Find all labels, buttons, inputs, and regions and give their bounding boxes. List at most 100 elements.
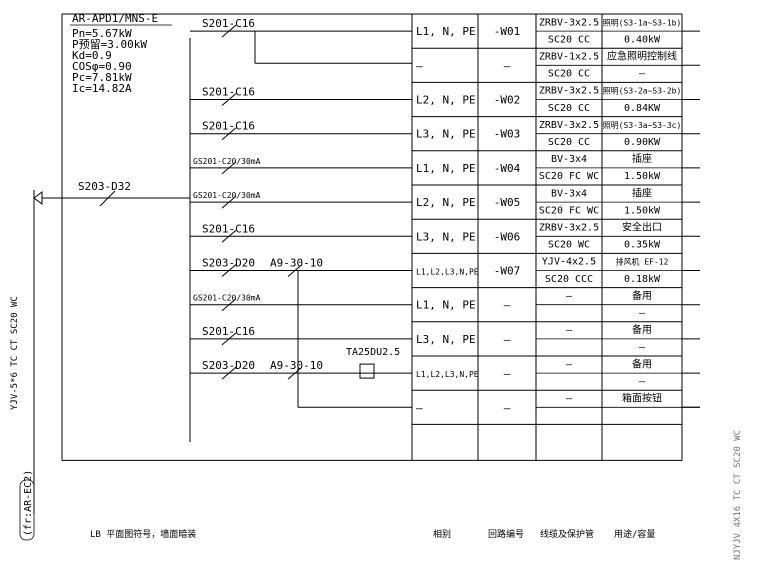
breaker-label: GS201-C20/30mA bbox=[193, 294, 261, 303]
breaker-label: S201-C16 bbox=[202, 325, 255, 338]
cable-cell: BV-3x4 bbox=[551, 188, 587, 199]
timer-symbol bbox=[359, 363, 375, 379]
conduit-cell: SC20 CC bbox=[548, 103, 590, 114]
phase-cell: L1,L2,L3,N,PE bbox=[416, 370, 479, 379]
circuit-id-cell: -W01 bbox=[494, 25, 521, 38]
use-cell: 备用 bbox=[632, 289, 652, 302]
breaker-label: S201-C16 bbox=[202, 120, 255, 133]
breaker-symbol bbox=[221, 161, 237, 175]
table-grid bbox=[61, 13, 683, 461]
load-cell: 0.18kW bbox=[624, 274, 661, 285]
breaker-symbol bbox=[221, 366, 237, 380]
footer-col-cable: 线缆及保护管 bbox=[540, 528, 594, 540]
conduit-cell: SC20 CC bbox=[548, 34, 590, 45]
cable-cell: – bbox=[566, 291, 573, 302]
circuit-id-cell: -W02 bbox=[494, 94, 521, 107]
circuit-id-cell: – bbox=[504, 401, 511, 414]
right-margin-text: NJYJV 4X16 TC CT SC20 WC bbox=[733, 430, 743, 560]
load-cell: – bbox=[639, 376, 646, 387]
phase-cell: L1, N, PE bbox=[416, 25, 476, 38]
use-cell: 备用 bbox=[632, 357, 652, 370]
phase-cell: L3, N, PE bbox=[416, 333, 476, 346]
phase-cell: – bbox=[416, 59, 423, 72]
phase-cell: L1,L2,L3,N,PE bbox=[416, 268, 479, 277]
panel-param: Ic=14.82A bbox=[72, 82, 132, 95]
load-cell: 0.35kW bbox=[624, 240, 661, 251]
phase-cell: L1, N, PE bbox=[416, 162, 476, 175]
contactor-label: A9-30-10 bbox=[270, 257, 323, 270]
breaker-label: S201-C16 bbox=[202, 86, 255, 99]
incoming-breaker-symbol bbox=[99, 190, 116, 207]
use-cell: 照明(S3-2a~S3-2b) bbox=[603, 87, 682, 96]
circuit-id-cell: -W06 bbox=[494, 230, 521, 243]
circuit-row: – – – 箱面按钮 bbox=[416, 391, 700, 414]
contactor-symbol bbox=[287, 264, 303, 277]
use-cell: 安全出口 bbox=[622, 220, 662, 233]
cable-cell: ZRBV-1x2.5 bbox=[539, 51, 599, 62]
load-cell: 1.50kW bbox=[624, 171, 661, 182]
cable-cell: – bbox=[566, 325, 573, 336]
cable-cell: ZRBV-3x2.5 bbox=[539, 222, 599, 233]
breaker-label: S201-C16 bbox=[202, 222, 255, 235]
incoming-source-label: (fr:AR-EC2) bbox=[23, 470, 34, 536]
cable-cell: – bbox=[566, 393, 573, 404]
circuit-id-cell: -W03 bbox=[494, 128, 521, 141]
use-cell: 插座 bbox=[632, 152, 652, 165]
use-cell: 箱面按钮 bbox=[622, 391, 662, 404]
breaker-label: GS201-C20/30mA bbox=[193, 157, 261, 166]
circuit-id-cell: – bbox=[504, 59, 511, 72]
contactor-label: A9-30-10 bbox=[270, 359, 323, 372]
incoming-breaker-label: S203-D32 bbox=[78, 180, 131, 193]
cable-cell: ZRBV-3x2.5 bbox=[539, 17, 599, 28]
panel-param: Pc=7.81kW bbox=[72, 71, 132, 84]
cable-cell: YJV-4x2.5 bbox=[542, 257, 596, 268]
footer-note: LB 平面图符号，墙面暗装 bbox=[90, 528, 196, 540]
contactor-symbol bbox=[287, 366, 303, 380]
conduit-cell: SC20 WC bbox=[548, 240, 590, 251]
load-cell: 0.84KW bbox=[624, 103, 661, 114]
cable-cell: ZRBV-3x2.5 bbox=[539, 120, 599, 131]
breaker-label: GS201-C20/30mA bbox=[193, 191, 261, 200]
breaker-symbol bbox=[221, 229, 237, 243]
panel-param: COSφ=0.90 bbox=[72, 60, 132, 73]
breaker-label: S201-C16 bbox=[202, 17, 255, 30]
breaker-symbol bbox=[221, 195, 237, 209]
panel-params: Pn=5.67kWP预留=3.00kWKd=0.9COSφ=0.90Pc=7.8… bbox=[72, 27, 147, 95]
load-cell: – bbox=[639, 69, 646, 80]
breaker-symbol bbox=[221, 127, 237, 141]
phase-cell: – bbox=[416, 401, 423, 414]
load-cell: – bbox=[639, 308, 646, 319]
conduit-cell: SC20 FC WC bbox=[539, 171, 599, 182]
conduit-cell: SC20 CC bbox=[548, 137, 590, 148]
use-cell: 排风机 EF-12 bbox=[616, 257, 669, 267]
cable-cell: ZRBV-3x2.5 bbox=[539, 86, 599, 97]
cable-cell: – bbox=[566, 359, 573, 370]
phase-cell: L2, N, PE bbox=[416, 196, 476, 209]
circuit-id-cell: – bbox=[504, 333, 511, 346]
circuit-id-cell: -W04 bbox=[494, 162, 521, 175]
footer-col-phase: 相别 bbox=[433, 528, 451, 540]
conduit-cell: SC20 CCC bbox=[545, 274, 593, 285]
phase-cell: L3, N, PE bbox=[416, 128, 476, 141]
panel-param: Kd=0.9 bbox=[72, 49, 112, 62]
use-cell: 备用 bbox=[632, 323, 652, 336]
breaker-symbol bbox=[221, 298, 237, 312]
breaker-symbol bbox=[221, 24, 237, 38]
load-cell: 0.90KW bbox=[624, 137, 661, 148]
incoming-cable-label: YJV-5*6 TC CT SC20 WC bbox=[10, 296, 20, 410]
breaker-symbol bbox=[221, 264, 237, 277]
load-cell: – bbox=[639, 342, 646, 353]
